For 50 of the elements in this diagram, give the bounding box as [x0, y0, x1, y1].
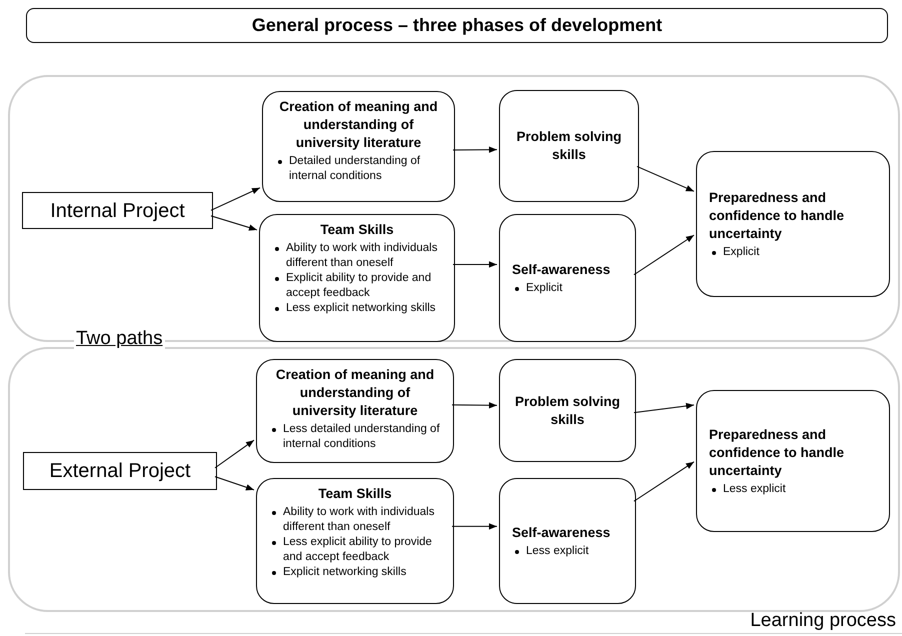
section-label: Two paths	[74, 328, 165, 350]
arrow	[210, 187, 260, 211]
bullet-item: Explicit networking skills	[269, 565, 441, 580]
box-heading: Self-awareness	[512, 524, 612, 542]
arrow	[214, 440, 254, 468]
phase-box	[256, 478, 454, 604]
box-heading: Creation of meaning and understanding of university literature	[278, 98, 439, 152]
box-heading: Creation of meaning and understanding of university literature	[274, 366, 436, 420]
axis-caption: Learning process	[750, 610, 896, 632]
box-heading: Team Skills	[319, 221, 395, 239]
project-box: Internal Project	[22, 192, 213, 229]
bullet-item: Less explicit	[709, 482, 877, 496]
arrow	[210, 215, 258, 231]
bullet-item: Ability to work with individuals different than oneself	[272, 241, 442, 271]
arrow	[634, 234, 694, 276]
phase-box	[256, 359, 454, 463]
bullet-item: Less explicit networking skills	[272, 301, 442, 316]
arrow	[636, 166, 694, 192]
arrow	[452, 261, 498, 268]
bullet-item: Detailed understanding of internal conditions	[275, 154, 442, 184]
arrow	[452, 146, 498, 153]
phase-box	[499, 214, 636, 342]
arrow	[214, 476, 254, 490]
box-heading: Problem solving skills	[515, 128, 623, 164]
group-band	[8, 347, 900, 612]
bullet-item: Explicit	[709, 244, 877, 260]
bullet-item: Less explicit ability to provide and accept feedback	[269, 535, 441, 565]
phase-box	[259, 214, 455, 342]
arrow	[634, 461, 694, 502]
phase-box	[499, 478, 636, 604]
box-heading: Preparedness and confidence to handle uncertainty	[709, 188, 846, 242]
bullet-item: Less explicit	[512, 544, 623, 558]
bullet-item: Explicit	[512, 280, 623, 296]
phase-box	[696, 390, 890, 532]
bullet-item: Explicit ability to provide and accept feedback	[272, 271, 442, 301]
box-heading: Preparedness and confidence to handle uncertainty	[709, 426, 846, 480]
arrow	[634, 402, 694, 414]
phase-box	[696, 151, 890, 297]
arrow	[452, 523, 498, 530]
box-heading: Self-awareness	[512, 260, 612, 278]
box-heading: Team Skills	[317, 485, 393, 503]
phase-box	[499, 90, 639, 202]
phase-box	[499, 359, 636, 462]
box-heading: Problem solving skills	[514, 392, 622, 428]
title-banner: General process – three phases of development	[26, 8, 888, 43]
project-box: External Project	[23, 452, 217, 490]
phase-box	[262, 91, 455, 202]
bullet-item: Ability to work with individuals different than oneself	[269, 505, 441, 535]
arrow	[452, 402, 498, 408]
bullet-item: Less detailed understanding of internal conditions	[269, 422, 441, 452]
